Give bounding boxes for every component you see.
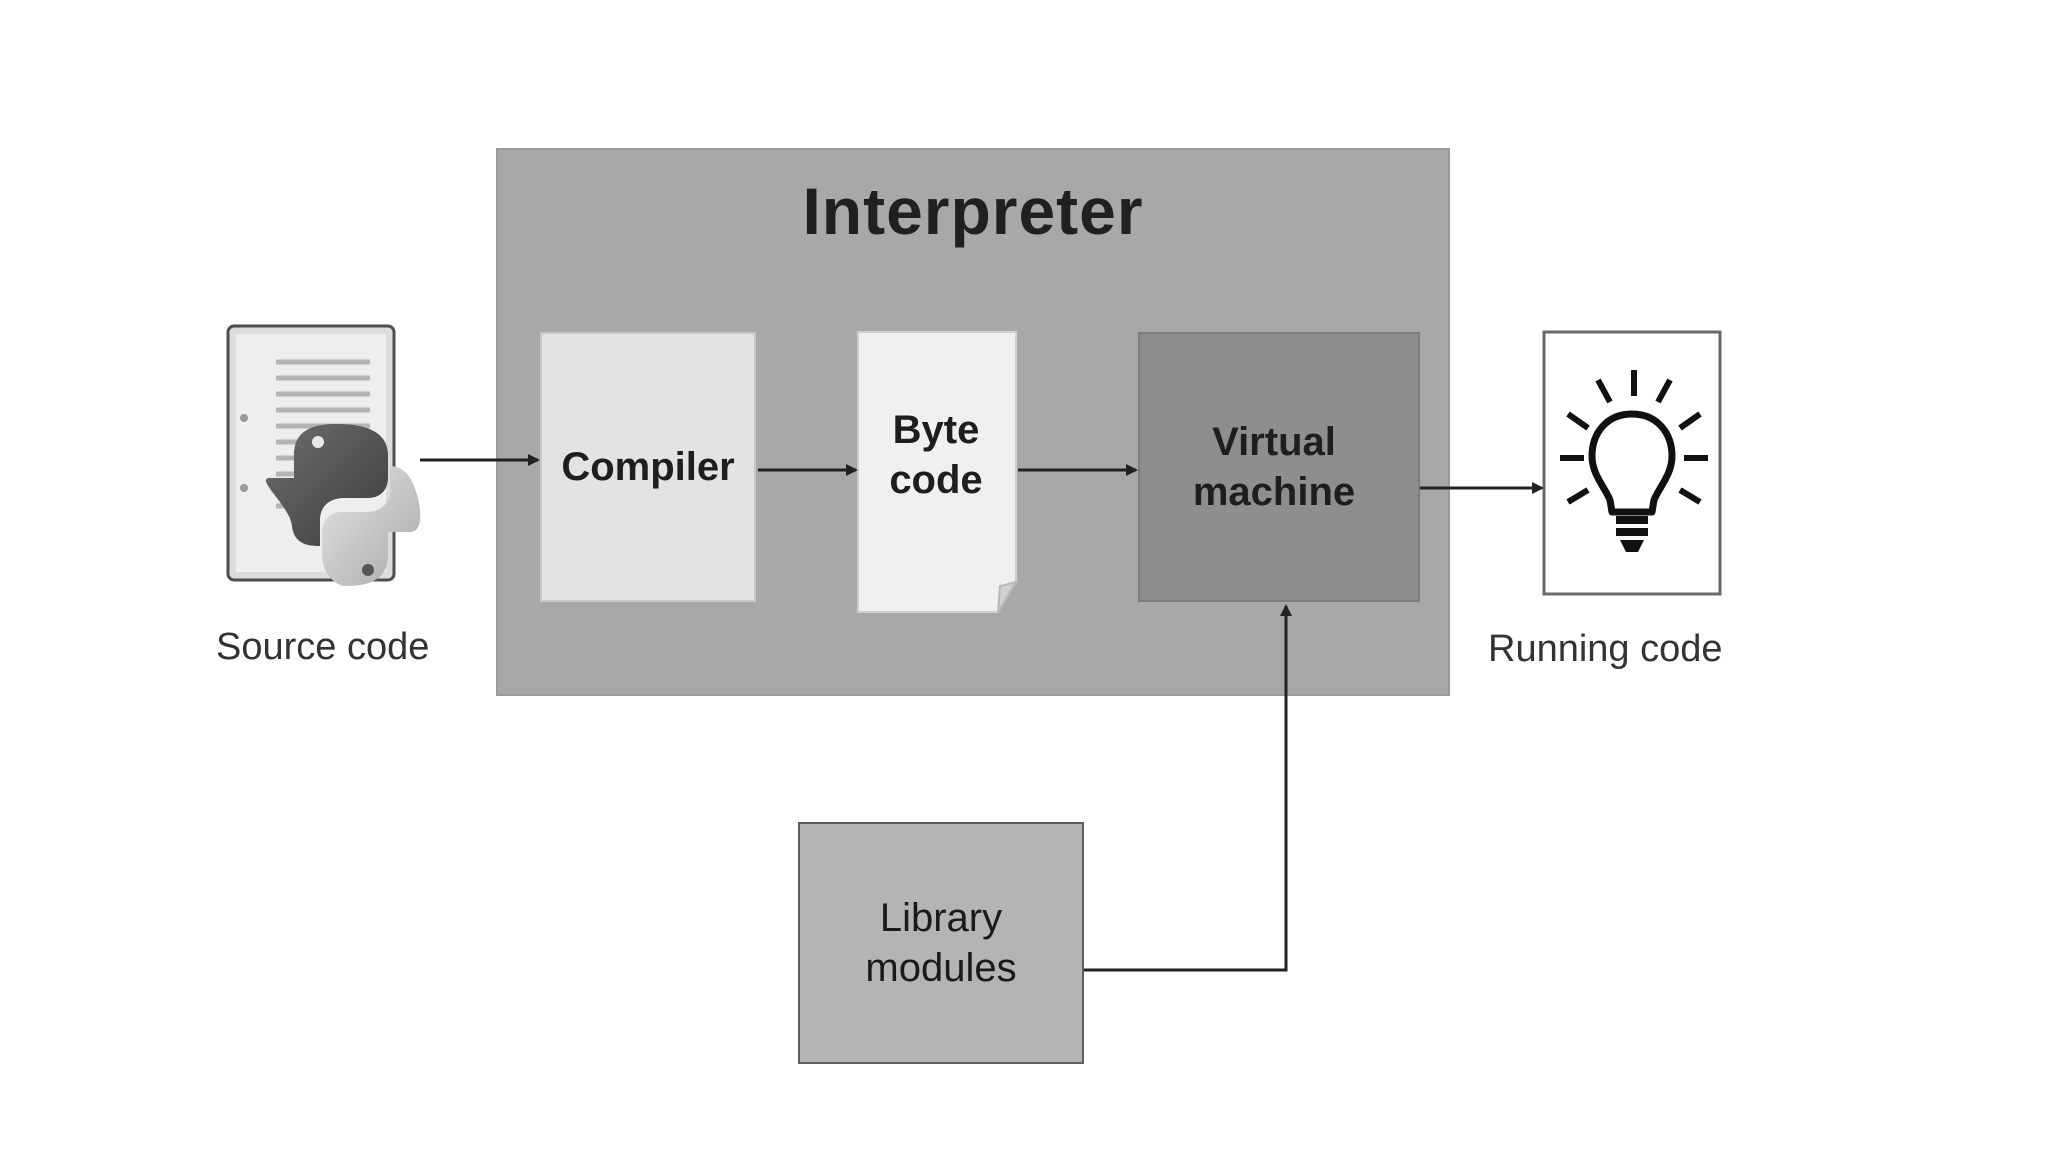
running-code-caption: Running code — [1488, 628, 1723, 670]
library-modules-box: Library modules — [798, 822, 1084, 1064]
bytecode-label: Byte code — [889, 408, 983, 502]
compiler-box: Compiler — [540, 332, 756, 602]
source-code-caption: Source code — [216, 626, 430, 668]
virtual-machine-label: Virtual machine — [1192, 420, 1356, 514]
lightbulb-icon — [1542, 330, 1722, 596]
interpreter-title: Interpreter — [802, 174, 1144, 248]
library-modules-label: Library modules — [865, 896, 1017, 990]
bytecode-document — [857, 331, 1019, 613]
python-document-icon — [226, 324, 421, 586]
arrow-library-to-vm — [1084, 604, 1292, 972]
compiler-label: Compiler — [561, 445, 735, 489]
virtual-machine-box: Virtual machine — [1138, 332, 1420, 602]
